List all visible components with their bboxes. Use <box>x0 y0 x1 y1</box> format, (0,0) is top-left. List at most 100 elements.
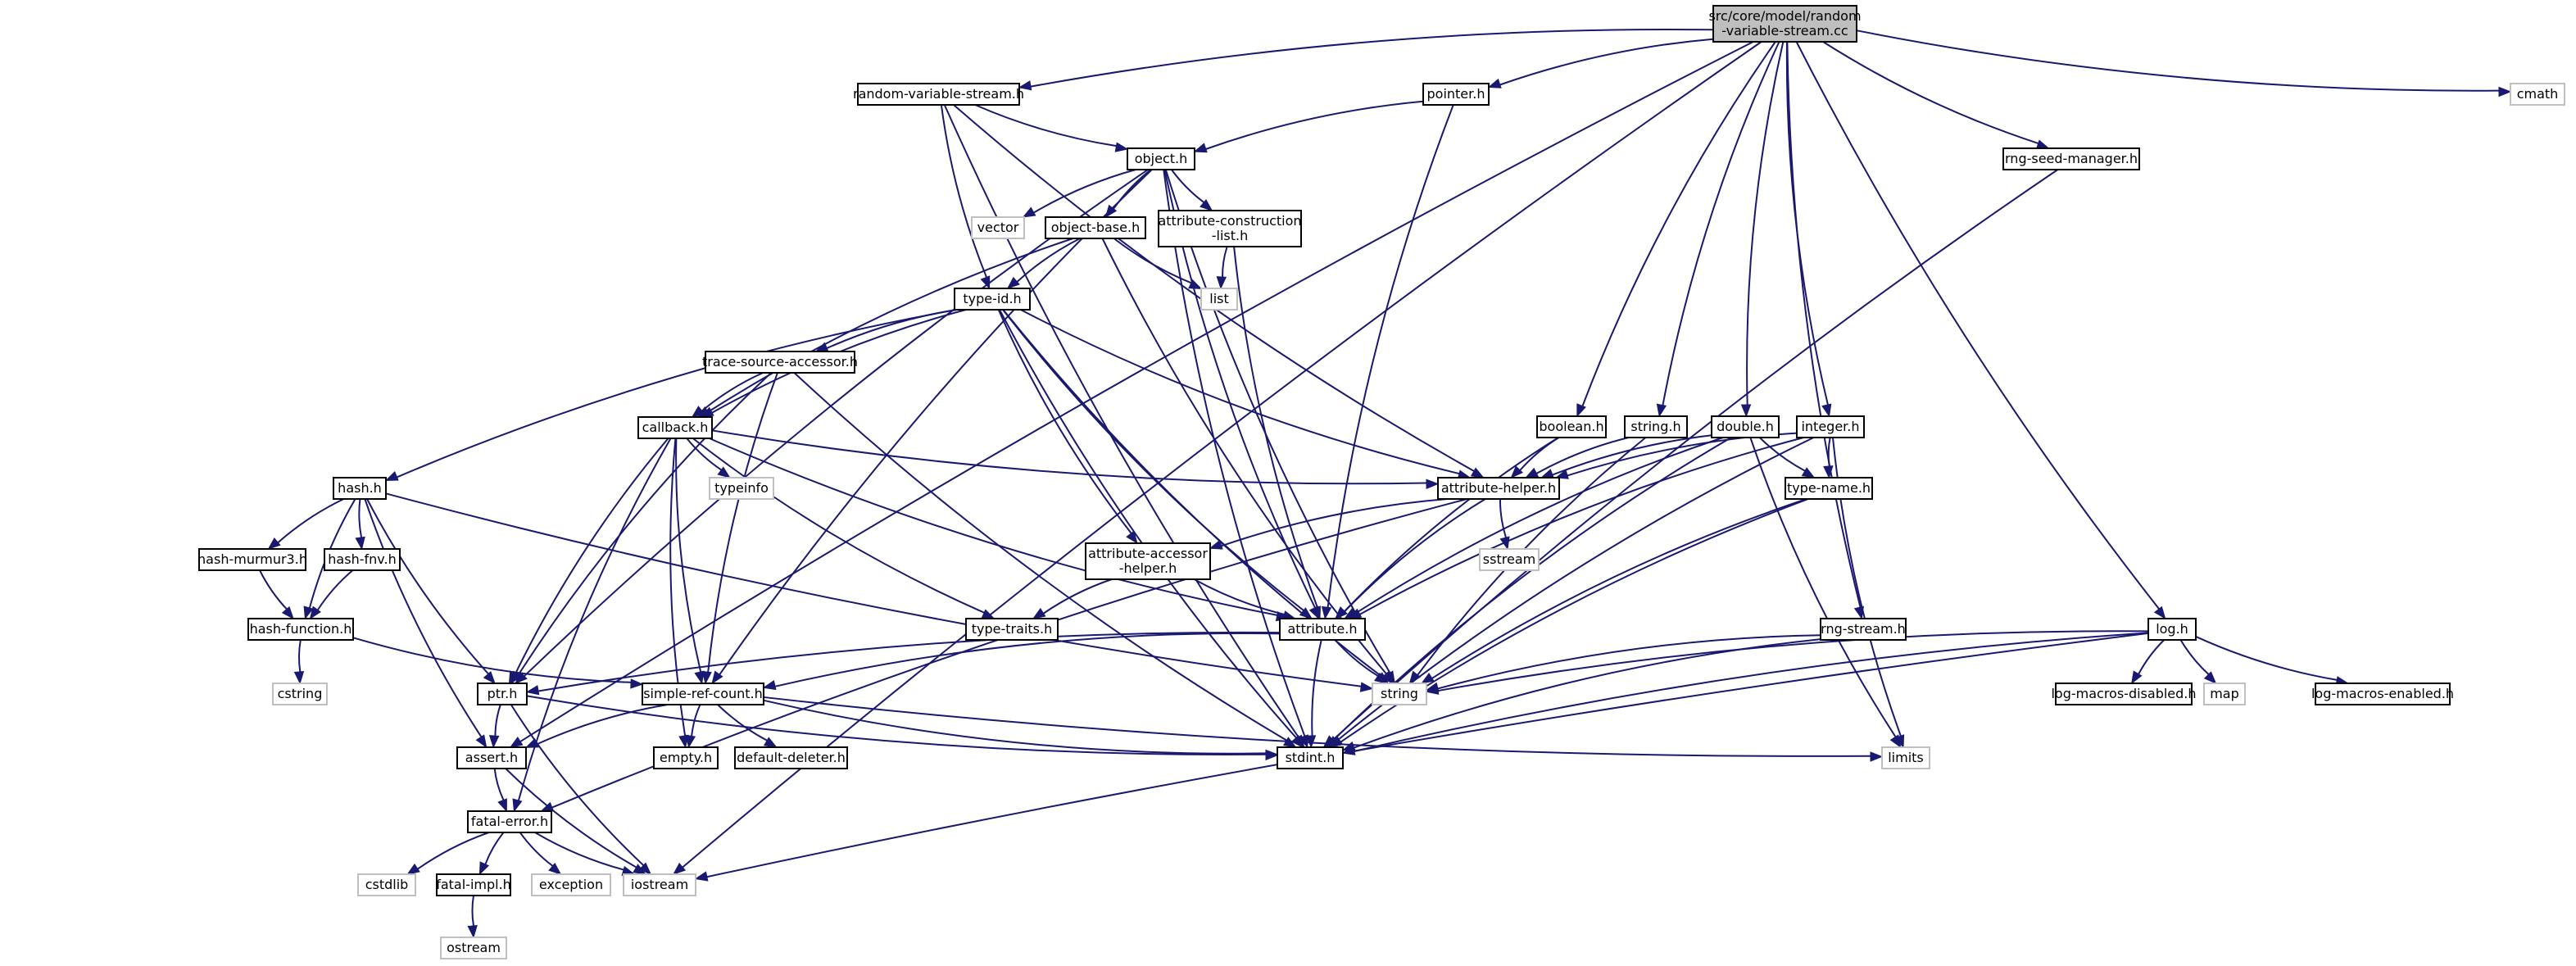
node-list[interactable]: list <box>1200 288 1238 311</box>
node-typeid[interactable]: type-id.h <box>954 288 1031 311</box>
arrowhead-fatalerr-to-cstdlib <box>406 863 420 875</box>
arrowhead-hashmur-to-hashfunc <box>281 605 294 620</box>
node-label-limits: limits <box>1888 750 1924 765</box>
node-box-typeinfo <box>709 477 774 500</box>
arrowhead-callback-to-attrhelper <box>1426 478 1440 490</box>
node-assert[interactable]: assert.h <box>456 746 527 769</box>
node-box-sstream <box>1479 548 1540 571</box>
arrowhead-tsa-to-callback <box>691 406 705 418</box>
node-ostream[interactable]: ostream <box>440 937 507 959</box>
node-exception[interactable]: exception <box>531 873 611 896</box>
node-attrhelper[interactable]: attribute-helper.h <box>1437 477 1560 500</box>
node-logdis[interactable]: log-macros-disabled.h <box>2051 683 2197 705</box>
edge-ptr-to-assert <box>494 704 501 737</box>
node-cstdlib[interactable]: cstdlib <box>357 873 416 896</box>
node-label-hashfnv: hash-fnv.h <box>328 551 396 567</box>
edge-object-to-stdint <box>1163 169 1306 737</box>
arrowhead-root-to-log <box>2153 605 2166 620</box>
edge-hash-to-hashmur <box>277 498 344 544</box>
node-fatalerr[interactable]: fatal-error.h <box>467 810 552 833</box>
node-box-cmath <box>2510 83 2565 106</box>
arrowhead-src-to-stdint <box>1265 749 1279 760</box>
node-sstream[interactable]: sstream <box>1479 548 1540 571</box>
arrowhead-fatalerr-to-fatalimpl <box>478 861 490 876</box>
node-vector[interactable]: vector <box>971 216 1025 239</box>
node-tsa[interactable]: trace-source-accessor.h <box>702 351 858 374</box>
edge-typename-to-string <box>1431 498 1807 679</box>
node-logen[interactable]: log-macros-enabled.h <box>2311 683 2454 705</box>
node-box-double <box>1711 415 1780 438</box>
node-hashmur[interactable]: hash-murmur3.h <box>197 548 307 571</box>
node-box-hashfnv <box>324 548 401 571</box>
node-fatalimpl[interactable]: fatal-impl.h <box>436 873 511 896</box>
node-integer[interactable]: integer.h <box>1796 415 1865 438</box>
node-ptr[interactable]: ptr.h <box>477 683 528 705</box>
arrowhead-object-to-src <box>711 670 723 685</box>
arrowhead-attribute-to-string <box>1374 672 1388 684</box>
node-label-double: double.h <box>1717 419 1774 434</box>
arrowhead-boolean-to-attrhelper <box>1510 465 1523 478</box>
node-log[interactable]: log.h <box>2147 618 2197 641</box>
node-defdel[interactable]: default-deleter.h <box>734 746 848 769</box>
node-box-defdel <box>734 746 848 769</box>
node-rngstream[interactable]: rng-stream.h <box>1820 618 1907 641</box>
node-attracc[interactable]: attribute-accessor-helper.h <box>1085 542 1211 580</box>
arrowhead-assert-to-fatalerr <box>497 798 507 813</box>
node-object[interactable]: object.h <box>1127 147 1195 170</box>
node-hashfunc[interactable]: hash-function.h <box>247 618 354 641</box>
edge-attracc-to-attribute <box>1193 578 1285 615</box>
edge-root-to-rngseed <box>1822 41 2039 144</box>
node-cmath[interactable]: cmath <box>2510 83 2565 106</box>
edge-attribute-to-src <box>774 633 1281 687</box>
edge-assert-to-fatalerr <box>493 768 505 800</box>
node-empty[interactable]: empty.h <box>653 746 719 769</box>
node-double[interactable]: double.h <box>1711 415 1780 438</box>
edge-log-to-stdint <box>1354 632 2149 752</box>
node-typeinfo[interactable]: typeinfo <box>709 477 774 500</box>
edge-callback-to-attrhelper <box>711 429 1427 485</box>
edge-attribute-to-string <box>1334 639 1379 677</box>
node-objbase[interactable]: object-base.h <box>1045 216 1146 239</box>
node-cstring[interactable]: cstring <box>272 683 328 705</box>
arrowhead-objbase-to-typeid <box>1006 276 1020 289</box>
node-string[interactable]: string <box>1372 683 1427 705</box>
node-rvs[interactable]: random-variable-stream.h <box>853 83 1024 106</box>
edge-double-to-attribute <box>1354 437 1724 615</box>
node-attrcons[interactable]: attribute-construction-list.h <box>1158 210 1302 247</box>
arrowhead-log-to-map <box>2203 671 2217 684</box>
node-hash[interactable]: hash.h <box>333 477 387 500</box>
edge-root-to-pointer <box>1499 38 1714 86</box>
arrowhead-hash-to-string <box>1359 682 1374 692</box>
node-pointer[interactable]: pointer.h <box>1422 83 1490 106</box>
node-boolean[interactable]: boolean.h <box>1536 415 1607 438</box>
node-label-stringh: string.h <box>1630 419 1680 434</box>
node-label-attrhelper: attribute-helper.h <box>1441 480 1556 496</box>
node-iostream[interactable]: iostream <box>623 873 696 896</box>
node-stdint[interactable]: stdint.h <box>1277 746 1344 769</box>
node-root[interactable]: src/core/model/random-variable-stream.cc <box>1708 5 1862 43</box>
node-limits[interactable]: limits <box>1881 746 1930 769</box>
arrowhead-double-to-typename <box>1801 467 1816 478</box>
node-label-attracc: -helper.h <box>1119 560 1177 576</box>
arrowhead-callback-to-typeinfo <box>717 466 731 478</box>
arrowhead-attribute-to-stdint <box>1305 735 1317 749</box>
node-typetraits[interactable]: type-traits.h <box>965 618 1059 641</box>
node-stringh[interactable]: string.h <box>1624 415 1688 438</box>
arrowhead-root-to-rvs <box>1018 80 1032 91</box>
node-label-vector: vector <box>977 220 1019 235</box>
node-box-boolean <box>1536 415 1607 438</box>
node-map[interactable]: map <box>2203 683 2246 705</box>
node-rngseed[interactable]: rng-seed-manager.h <box>2002 147 2140 170</box>
node-hashfnv[interactable]: hash-fnv.h <box>324 548 401 571</box>
node-label-cstdlib: cstdlib <box>365 877 409 892</box>
node-label-fatalerr: fatal-error.h <box>471 814 548 829</box>
node-box-cstring <box>272 683 328 705</box>
node-label-string: string <box>1381 686 1418 701</box>
node-attribute[interactable]: attribute.h <box>1279 618 1366 641</box>
node-label-sstream: sstream <box>1483 551 1535 567</box>
node-callback[interactable]: callback.h <box>637 416 713 439</box>
node-box-attracc <box>1085 542 1211 580</box>
arrowhead-typeid-to-attracc <box>1126 530 1138 545</box>
node-typename[interactable]: type-name.h <box>1785 477 1873 500</box>
node-src[interactable]: simple-ref-count.h <box>642 683 764 705</box>
